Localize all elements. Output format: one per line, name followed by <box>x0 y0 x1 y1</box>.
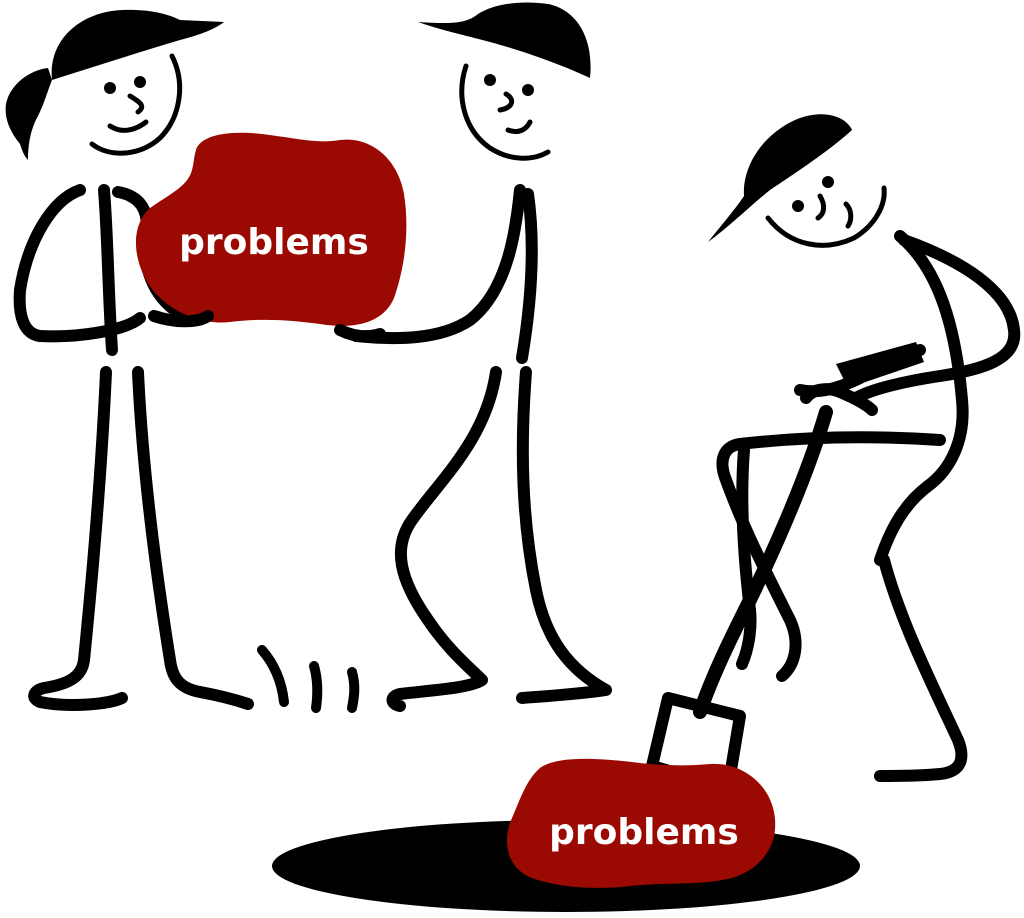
left-stick-figure <box>5 9 254 711</box>
middle-figure-mouth <box>505 119 533 135</box>
buried-blob-label: problems <box>549 812 739 853</box>
middle-figure-eye-right <box>522 84 534 96</box>
right-figure-upper-arm <box>850 234 1021 404</box>
hands-on-blob <box>148 310 386 343</box>
middle-figure-left-leg <box>386 366 502 712</box>
left-figure-torso <box>98 184 118 356</box>
right-figure-cap <box>708 114 852 242</box>
middle-figure-torso <box>516 188 538 364</box>
middle-figure-eye-left <box>484 74 496 86</box>
left-figure-ponytail <box>5 68 52 160</box>
left-figure-back-arm <box>13 184 146 343</box>
shovel-grip-bar <box>836 342 924 388</box>
motion-marks <box>257 645 360 713</box>
right-figure-nose <box>815 193 827 221</box>
right-figure-eye-right <box>822 176 834 188</box>
buried-blob-shape <box>506 758 776 888</box>
right-figure-eye-left <box>792 200 804 212</box>
buried-problems-blob: problems <box>506 758 776 888</box>
left-figure-eye-right <box>134 76 146 88</box>
shovel-grip <box>800 383 878 416</box>
right-figure-back-leg <box>874 554 968 782</box>
carried-blob-label: problems <box>179 222 369 263</box>
left-figure-mouth <box>107 119 149 133</box>
carried-problems-blob: problems <box>135 132 407 326</box>
left-figure-cap <box>51 9 225 80</box>
left-figure-right-leg <box>132 366 254 710</box>
middle-figure-right-leg <box>516 366 612 704</box>
left-figure-nose <box>127 93 145 115</box>
right-figure-face <box>765 185 887 248</box>
right-figure-torso <box>874 230 969 566</box>
middle-figure-nose <box>497 91 515 113</box>
middle-figure-arm <box>350 184 526 345</box>
shovel-handle <box>693 405 833 719</box>
right-figure-shin <box>736 444 757 670</box>
left-figure-left-leg <box>28 366 128 711</box>
middle-figure-face <box>459 63 551 161</box>
left-figure-eye-left <box>104 82 116 94</box>
right-stick-figure <box>708 114 1021 782</box>
middle-stick-figure <box>350 2 612 712</box>
left-figure-face <box>89 53 183 156</box>
right-figure-mouth <box>843 201 854 229</box>
right-figure-front-leg <box>716 431 946 682</box>
middle-figure-cap <box>418 2 591 78</box>
carried-blob-shape <box>135 132 407 326</box>
